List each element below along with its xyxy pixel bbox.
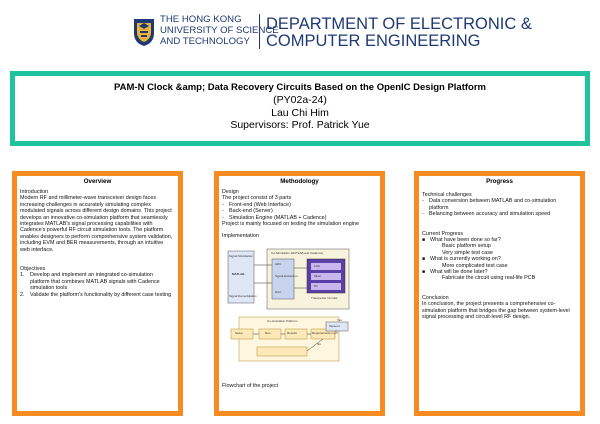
list-item: -Front-end (Web Interface) [222, 201, 291, 208]
list-subitem: Basic platform setup [442, 243, 491, 250]
header-divider [259, 14, 260, 49]
author-name: Lau Chi Him [271, 106, 329, 119]
diagram-label: Yes [337, 317, 342, 322]
panel-heading: Overview [83, 178, 112, 185]
list-item: ■What have been done so far? [422, 237, 501, 244]
diagram-label: ADC [275, 261, 282, 266]
diagram-label: Run [265, 330, 271, 335]
list-item: -Simulation Engine (MATLAB + Cadence) [222, 214, 327, 221]
title-box: PAM-N Clock &amp; Data Recovery Circuits… [10, 71, 590, 146]
list-item: 1. Develop and implement an integrated c… [20, 272, 160, 292]
list-item: -Data conversion between MATLAB and co-s… [422, 198, 557, 211]
section-heading: Conclusion [422, 294, 449, 301]
diagram-label: DAC [275, 289, 282, 294]
section-heading: Implementation [222, 233, 259, 240]
university-crest-icon [134, 19, 154, 46]
panel-heading: Methodology [280, 178, 319, 185]
list-item: ■What is currently working on? [422, 256, 501, 263]
list-subitem: More complicated test case [442, 262, 508, 269]
diagram-label: Setup [235, 330, 243, 335]
diagram-label: Mixer [314, 273, 322, 278]
diagram-label: PA [314, 283, 318, 288]
section-heading: Introduction [20, 189, 49, 195]
section-heading: Design [222, 189, 239, 195]
panel-heading: Progress [486, 178, 513, 185]
list-item: -Belancing between accuracy and simulati… [422, 211, 551, 218]
list-item: 2. Validate the platform's functionality… [20, 291, 172, 298]
diagram-graphic [227, 248, 350, 362]
conclusion-text: In conclusion, the project presents a co… [422, 301, 570, 321]
diagram-label: Results [287, 330, 298, 335]
university-name: THE HONG KONG UNIVERSITY OF SCIENCE AND … [160, 14, 279, 47]
poster-title: PAM-N Clock &amp; Data Recovery Circuits… [114, 82, 486, 93]
system-diagram: Signal Modulation MATLAB Signal Demodula… [227, 243, 350, 383]
section-heading: Current Progress [422, 230, 464, 237]
list-subitem: Fabricate the circuit using real-life PC… [442, 275, 536, 282]
diagram-label: MATLAB [232, 271, 245, 276]
overview-panel: Overview Introduction Modern RF and mill… [12, 171, 183, 416]
diagram-label: Tapeout [329, 323, 340, 328]
diagram-label: LNA [314, 263, 320, 268]
diagram-label: Signal Modulation [229, 253, 253, 258]
list-item: ■What will be done later? [422, 269, 488, 276]
figure-caption: Flowchart of the project [222, 382, 279, 389]
diagram-label: Co-Simulation (MATLAB and Cadence) [271, 250, 324, 255]
diagram-label: Signal Demodulation [229, 293, 257, 298]
project-code: (PY02a-24) [273, 94, 327, 106]
methodology-panel: Methodology Design The project consist o… [214, 171, 385, 416]
section-heading: Technical challenges [422, 192, 472, 198]
university-line: THE HONG KONG [160, 14, 242, 25]
diagram-label: Transceiver Circuits [311, 295, 338, 300]
university-line: UNIVERSITY OF SCIENCE [160, 25, 279, 36]
department-line: COMPUTER ENGINEERING [266, 32, 481, 50]
department-name: DEPARTMENT OF ELECTRONIC & COMPUTER ENGI… [266, 16, 532, 50]
design-intro: The project consist of 3 parts [222, 195, 292, 202]
poster-header: THE HONG KONG UNIVERSITY OF SCIENCE AND … [0, 0, 600, 62]
diagram-label: Signal Extraction [275, 273, 298, 278]
diagram-label: Co-simulation Platform [267, 318, 298, 323]
list-subitem: Very simple test case [442, 249, 493, 256]
section-heading: Objectives [20, 266, 46, 273]
university-line: AND TECHNOLOGY [160, 36, 250, 47]
diagram-label: No [317, 341, 321, 346]
diagram-label: Requirements met? [312, 330, 339, 335]
department-line: DEPARTMENT OF ELECTRONIC & [266, 15, 532, 33]
intro-text: Modern RF and millimeter-wave transceive… [20, 195, 173, 253]
progress-panel: Progress Technical challenges -Data conv… [414, 171, 585, 416]
list-item: -Back-end (Server) [222, 208, 273, 215]
supervisors: Supervisors: Prof. Patrick Yue [230, 119, 370, 131]
focus-text: Project is mainly focused on testing the… [222, 221, 359, 228]
